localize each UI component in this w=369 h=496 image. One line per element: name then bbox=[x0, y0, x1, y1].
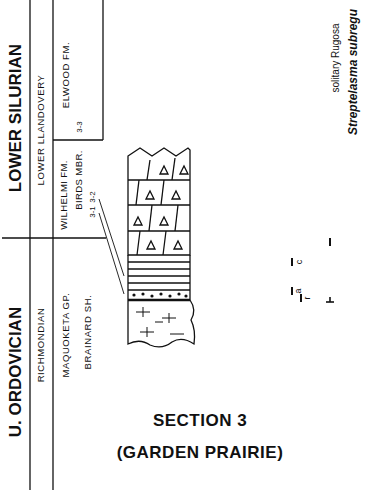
sample-number: 3-1 bbox=[89, 206, 97, 218]
taxon-name: Streptelasma subregu bbox=[347, 9, 359, 135]
formation-label: ELWOOD FM. bbox=[61, 42, 71, 109]
sample-number: 3-3 bbox=[76, 121, 84, 133]
formation-label: WILHELMI FM. bbox=[59, 160, 69, 230]
section-caption: (GARDEN PRAIRIE) bbox=[117, 444, 284, 461]
group-label: MAQUOKETA GP. bbox=[61, 292, 71, 377]
stage-label: RICHMONDIAN bbox=[36, 308, 46, 383]
member-label: BIRDS MBR. bbox=[74, 150, 84, 209]
abundance-code: a bbox=[294, 288, 303, 293]
taxon-group: solitary Rugosa bbox=[331, 24, 341, 93]
section-title: SECTION 3 bbox=[153, 412, 247, 429]
formation-label: BRAINARD SH. bbox=[83, 295, 93, 370]
stage-label: LOWER LLANDOVERY bbox=[36, 75, 46, 186]
period-label: U. ORDOVICIAN bbox=[7, 307, 24, 437]
period-label: LOWER SILURIAN bbox=[7, 44, 24, 192]
abundance-code: c bbox=[295, 260, 304, 265]
sample-number: 3-2 bbox=[89, 191, 97, 203]
abundance-code: r bbox=[303, 297, 312, 300]
